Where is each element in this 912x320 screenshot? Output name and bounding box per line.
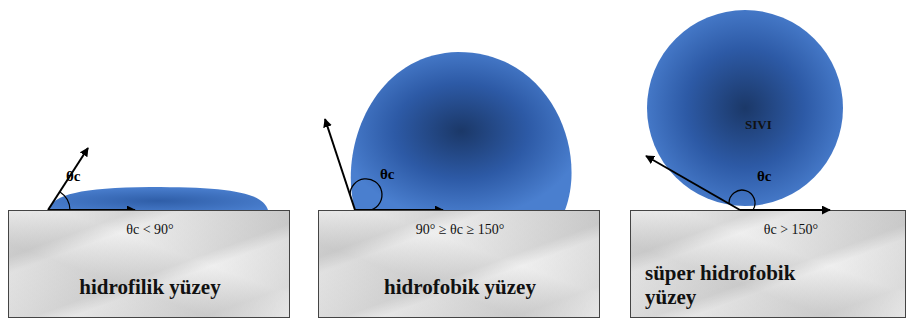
- surface-box: 90° ≥ θc ≥ 150° hidrofobik yüzey: [318, 210, 600, 318]
- angle-symbol: θc: [66, 168, 81, 185]
- surface-name: hidrofilik yüzey: [9, 275, 291, 299]
- surface-name: süper hidrofobik yüzey: [645, 261, 845, 309]
- angle-arc: [60, 192, 70, 210]
- surface-arrow: [740, 209, 830, 211]
- text-slot: SIVI: [745, 118, 795, 133]
- surface-box: θc > 150° süper hidrofobik yüzey: [630, 210, 906, 318]
- text-slot: 90° ≥ θc ≥ 150°: [319, 222, 601, 238]
- tangent-arrow: [48, 148, 88, 210]
- liquid-drop: [351, 52, 572, 210]
- liquid-label: SIVI: [745, 118, 795, 133]
- text-slot: hidrofobik yüzey: [319, 275, 601, 299]
- tangent-arrow: [325, 119, 355, 210]
- angle-condition: θc < 90°: [9, 222, 291, 238]
- text-slot: θc < 90°: [9, 222, 291, 238]
- drop-outline: [647, 10, 843, 206]
- angle-arc: [729, 190, 755, 210]
- angle-condition: θc > 150°: [731, 222, 851, 238]
- text-slot: süper hidrofobik yüzey: [645, 261, 845, 309]
- surface-name: hidrofobik yüzey: [319, 275, 601, 299]
- label-slot: θc: [757, 168, 772, 185]
- text-slot: hidrofilik yüzey: [9, 275, 291, 299]
- angle-symbol: θc: [380, 166, 395, 183]
- surface-box: θc < 90° hidrofilik yüzey: [8, 210, 290, 318]
- angle-arc: [350, 179, 382, 210]
- text-slot: θc > 150°: [731, 222, 851, 238]
- label-slot: θc: [380, 166, 395, 183]
- angle-condition: 90° ≥ θc ≥ 150°: [319, 222, 601, 238]
- liquid-drop-shape: [647, 10, 843, 206]
- tangent-arrow: [646, 156, 740, 210]
- angle-symbol: θc: [757, 168, 772, 185]
- liquid-drop: [48, 187, 268, 210]
- label-slot: θc: [66, 168, 81, 185]
- liquid-drop: SIVI: [647, 10, 843, 206]
